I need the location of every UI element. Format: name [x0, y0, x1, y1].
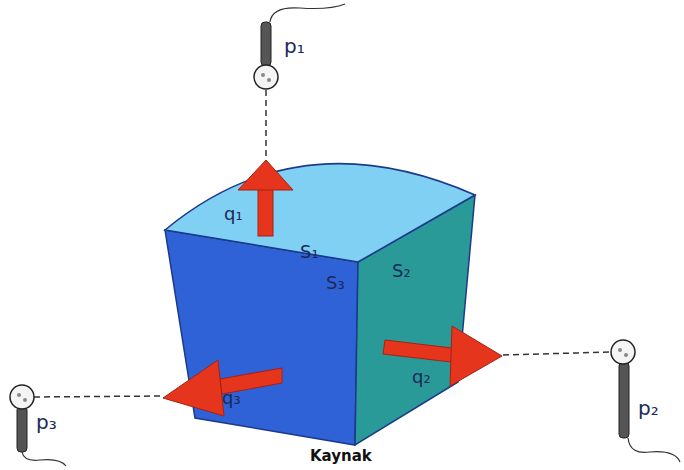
heat-arrow-q1 — [238, 160, 293, 236]
probe-p2 — [611, 340, 680, 462]
dashed-line — [503, 352, 611, 355]
probe-p1 — [254, 4, 345, 89]
source-label: Kaynak — [310, 449, 372, 464]
surface-label: S₂ — [392, 262, 411, 280]
surface-label: S₁ — [300, 243, 319, 261]
arrow-label: q₃ — [222, 389, 241, 407]
dashed-line — [265, 90, 267, 158]
heat-arrow-q2 — [383, 326, 502, 386]
face-s3 — [165, 230, 358, 445]
probe-label: p₁ — [284, 36, 305, 56]
arrow-label: q₁ — [224, 205, 243, 223]
probe-label: p₃ — [36, 412, 57, 432]
heat-arrow-q3 — [163, 360, 282, 416]
probe-label: p₂ — [638, 398, 659, 418]
arrow-label: q₂ — [412, 368, 431, 386]
probe-p3 — [10, 385, 66, 466]
surface-label: S₃ — [326, 274, 345, 292]
face-s1 — [165, 164, 475, 262]
dashed-line — [34, 396, 160, 397]
